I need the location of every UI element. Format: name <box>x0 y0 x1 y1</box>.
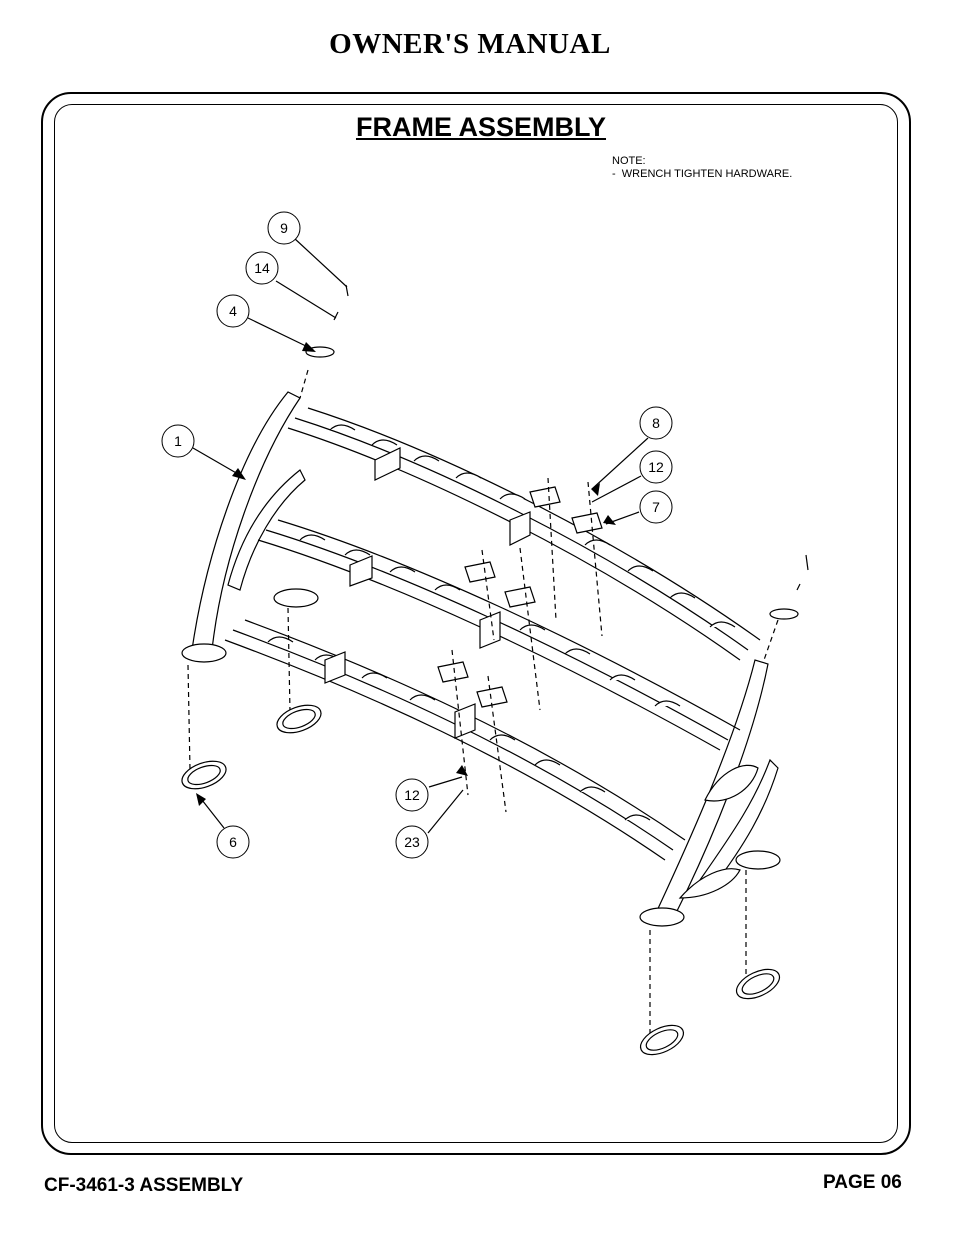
callout-label-12b: 12 <box>404 787 420 803</box>
foot-pad-4 <box>735 968 781 1000</box>
right-end-frame <box>654 659 769 916</box>
assembly-note: NOTE: - WRENCH TIGHTEN HARDWARE. <box>612 155 793 180</box>
foot-pad-2-inner <box>282 708 316 730</box>
left-washer <box>333 311 339 321</box>
top-rail-lip <box>294 417 749 651</box>
bottom-saddles <box>267 636 651 821</box>
loose-saddle-3 <box>464 561 496 583</box>
callout-label-6: 6 <box>229 834 237 850</box>
callout-label-12a: 12 <box>648 459 664 475</box>
center-brace-5 <box>324 651 346 684</box>
callout-1 <box>161 424 195 458</box>
foot-pad-1 <box>181 760 227 790</box>
center-brace-2 <box>509 511 531 546</box>
callout-label-9: 9 <box>280 220 288 236</box>
foot-pad-3-inner <box>645 1029 679 1051</box>
foot-pad-2 <box>276 704 322 734</box>
left-rear-foot <box>273 588 319 608</box>
page-frame-inner <box>54 104 898 1143</box>
manual-title: OWNER'S MANUAL <box>329 28 611 60</box>
foot-pad-3 <box>639 1024 685 1056</box>
middle-rail-back <box>277 519 741 731</box>
page-frame-outer <box>41 92 911 1155</box>
loose-saddle-4 <box>504 586 536 608</box>
middle-saddles <box>299 534 681 707</box>
foot-pad-1-inner <box>187 764 221 786</box>
callout-4 <box>216 294 250 328</box>
center-brace-4 <box>479 611 501 649</box>
model-assembly-label: CF-3461-3 ASSEMBLY <box>44 1175 244 1196</box>
right-washer <box>796 583 801 591</box>
top-rail-front <box>287 427 741 661</box>
center-brace-1 <box>374 447 401 481</box>
right-rear-foot <box>735 850 781 870</box>
right-base-gusset <box>678 868 741 899</box>
loose-saddle-1 <box>529 486 561 508</box>
loose-saddle-2 <box>571 512 603 534</box>
callout-12b <box>395 778 429 812</box>
callout-label-1: 1 <box>174 433 182 449</box>
callout-6 <box>216 825 250 859</box>
top-saddles <box>329 424 736 628</box>
right-gusset <box>704 764 759 802</box>
callout-12a <box>639 450 673 484</box>
top-rail-back <box>307 407 761 641</box>
left-front-foot <box>181 643 227 663</box>
right-end-cap <box>769 608 799 620</box>
callout-23 <box>395 825 429 859</box>
left-rear-leg <box>227 469 306 591</box>
left-end-frame <box>191 391 301 651</box>
section-title: FRAME ASSEMBLY <box>355 112 607 142</box>
foot-pad-4-inner <box>741 973 775 995</box>
callout-label-23: 23 <box>404 834 420 850</box>
callout-label-14: 14 <box>254 260 270 276</box>
center-brace-6 <box>454 703 476 739</box>
right-bolt <box>805 554 809 571</box>
callout-9 <box>267 211 301 245</box>
loose-saddle-5 <box>437 661 469 683</box>
bottom-rail-lip <box>232 629 674 851</box>
callout-8 <box>639 406 673 440</box>
center-brace-3 <box>349 555 373 587</box>
right-rear-leg <box>699 758 779 889</box>
bottom-rail-front <box>224 639 666 861</box>
callout-14 <box>245 251 279 285</box>
loose-saddle-6 <box>476 686 508 708</box>
callout-7 <box>639 490 673 524</box>
callout-bubbles <box>161 211 673 859</box>
callout-labels: 9 14 4 1 8 12 7 12 23 6 <box>174 220 664 850</box>
right-front-foot <box>639 907 685 927</box>
callout-label-8: 8 <box>652 415 660 431</box>
callout-label-4: 4 <box>229 303 237 319</box>
page-number: PAGE 06 <box>823 1172 902 1193</box>
callout-label-7: 7 <box>652 499 660 515</box>
middle-rail-front <box>257 539 721 751</box>
